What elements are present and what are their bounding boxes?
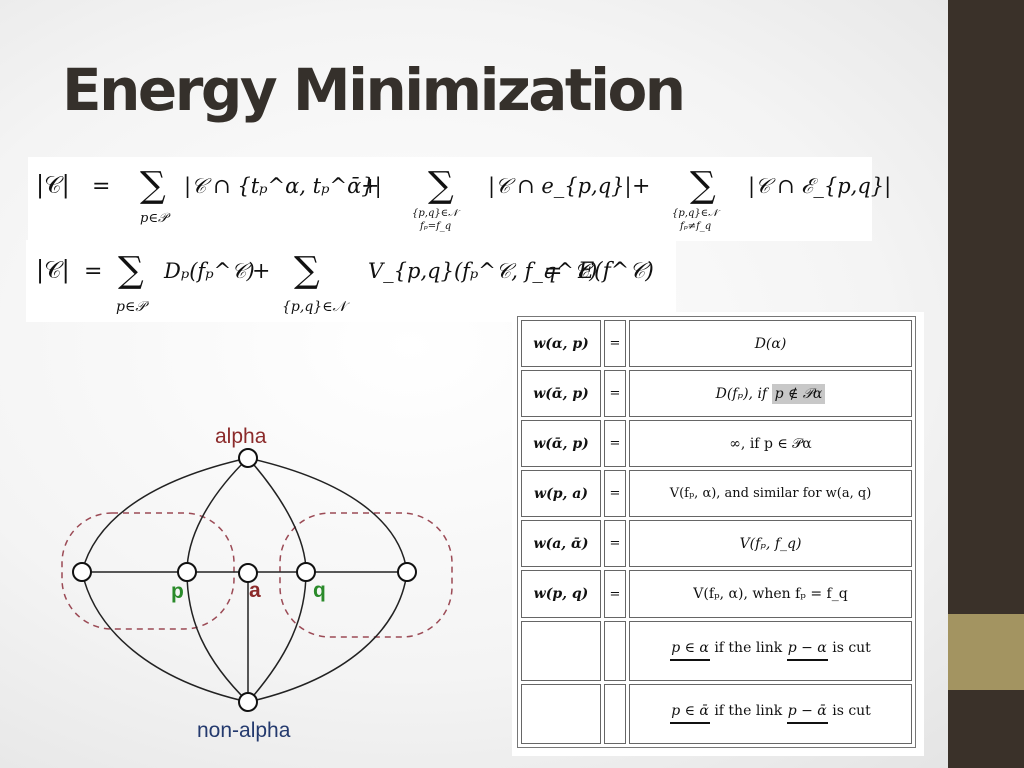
weight-lhs: w(p, a) <box>521 470 601 518</box>
table-row: w(α, p) = D(α) <box>521 320 912 368</box>
eq2-equals-2: = <box>544 259 562 284</box>
eq1-sum-sign-2: ∑ <box>428 165 454 206</box>
eq2-sum-sign-1: ∑ <box>118 250 144 291</box>
eq2-sum-sign-2: ∑ <box>294 250 320 291</box>
weight-rhs: D(fₚ), if p ∉ 𝒫α <box>629 370 912 418</box>
eq1-sum2-subscript-1: {p,q}∈𝒩 <box>412 208 461 219</box>
cut-rule-link: p − α <box>786 640 828 662</box>
eq2-equals: = <box>84 259 102 284</box>
edge-left-nonalpha <box>81 571 249 703</box>
label-a: a <box>249 579 261 602</box>
weight-rhs: V(fₚ, α), and similar for w(a, q) <box>629 470 912 518</box>
weight-lhs: w(ᾱ, p) <box>521 370 601 418</box>
eq1-sum-sign-3: ∑ <box>690 165 716 206</box>
weight-lhs: w(p, q) <box>521 570 601 618</box>
dashed-region-left <box>61 512 235 630</box>
weight-equals: = <box>604 520 626 568</box>
weight-equals: = <box>604 320 626 368</box>
weight-rhs: V(fₚ, α), when fₚ = f_q <box>629 570 912 618</box>
weight-equals: = <box>604 370 626 418</box>
node-left <box>72 562 92 582</box>
eq1-sum2-subscript-2: fₚ=f_q <box>419 221 451 232</box>
edge-right-nonalpha <box>247 571 408 703</box>
cut-rule-text: if the link <box>709 703 787 720</box>
node-a <box>238 563 258 583</box>
edge-weight-table: w(α, p) = D(α) w(ᾱ, p) = D(fₚ), if p ∉ 𝒫… <box>517 316 916 748</box>
eq1-sum3-subscript-1: {p,q}∈𝒩 <box>672 208 721 219</box>
weight-lhs-empty <box>521 620 601 681</box>
cut-rule: p ∈ α if the link p − α is cut <box>629 620 912 681</box>
eq2-sum1-subscript: p∈𝒫 <box>116 299 149 315</box>
eq2-term2: V_{p,q}(fₚ^𝒞, f_q^𝒞) <box>368 259 597 283</box>
weight-equals: = <box>604 420 626 468</box>
weight-rhs-text: D(fₚ), if <box>715 385 772 402</box>
eq1-equals: = <box>92 174 110 199</box>
weight-rhs: D(α) <box>629 320 912 368</box>
cut-rule-link: p − ᾱ <box>786 703 828 725</box>
label-non-alpha: non-alpha <box>197 719 291 742</box>
edge-q-nonalpha <box>247 571 307 703</box>
eq2-term1: Dₚ(fₚ^𝒞) <box>163 259 255 283</box>
node-non-alpha <box>238 692 258 712</box>
cut-rule-membership: p ∈ α <box>670 640 710 662</box>
weight-equals-empty <box>604 620 626 681</box>
node-p <box>177 562 197 582</box>
eq1-sum-sign-1: ∑ <box>140 165 166 206</box>
label-q: q <box>313 579 326 602</box>
edge-alpha-right <box>247 457 408 573</box>
eq1-term2: |𝒞 ∩ e_{p,q}| <box>488 174 632 199</box>
weight-lhs: w(α, p) <box>521 320 601 368</box>
weight-rhs: V(fₚ, f_q) <box>629 520 912 568</box>
cut-rule-suffix: is cut <box>827 703 871 720</box>
node-q <box>296 562 316 582</box>
edge-p-nonalpha <box>186 571 249 703</box>
table-row: p ∈ α if the link p − α is cut <box>521 620 912 681</box>
eq1-sum3-subscript-2: fₚ≠f_q <box>679 221 711 232</box>
weight-equals: = <box>604 470 626 518</box>
label-p: p <box>171 580 184 603</box>
weight-rhs: ∞, if p ∈ 𝒫α <box>629 420 912 468</box>
eq1-term1: |𝒞 ∩ {tₚ^α, tₚ^ᾱ}| <box>184 174 382 199</box>
graph-cut-diagram: alpha non-alpha p a q <box>50 415 470 755</box>
node-right <box>397 562 417 582</box>
edge-alpha-left <box>81 457 249 573</box>
edge-weight-table-panel: w(α, p) = D(α) w(ᾱ, p) = D(fₚ), if p ∉ 𝒫… <box>512 312 924 756</box>
cut-rule-membership: p ∈ ᾱ <box>670 703 710 725</box>
weight-lhs-empty <box>521 683 601 744</box>
sidebar-accent-block <box>948 614 1024 690</box>
node-alpha <box>238 448 258 468</box>
eq2-sum2-subscript: {p,q}∈𝒩 <box>282 299 351 315</box>
table-row: w(ᾱ, p) = D(fₚ), if p ∉ 𝒫α <box>521 370 912 418</box>
table-row: w(ᾱ, p) = ∞, if p ∈ 𝒫α <box>521 420 912 468</box>
eq2-plus: + <box>252 259 270 284</box>
cut-rule: p ∈ ᾱ if the link p − ᾱ is cut <box>629 683 912 744</box>
energy-equation: |𝒞| = ∑ p∈𝒫 Dₚ(fₚ^𝒞) + ∑ {p,q}∈𝒩 V_{p,q}… <box>26 240 676 322</box>
weight-lhs: w(ᾱ, p) <box>521 420 601 468</box>
eq1-sum1-subscript: p∈𝒫 <box>140 211 171 226</box>
table-row: w(p, q) = V(fₚ, α), when fₚ = f_q <box>521 570 912 618</box>
weight-lhs: w(a, ᾱ) <box>521 520 601 568</box>
eq1-lhs: |𝒞| <box>36 171 70 200</box>
cut-rule-suffix: is cut <box>827 640 871 657</box>
edge-alpha-p <box>186 457 249 573</box>
eq2-rhs: E(f^𝒞) <box>577 259 654 284</box>
eq2-lhs: |𝒞| <box>36 256 70 285</box>
highlighted-condition: p ∉ 𝒫α <box>771 383 826 404</box>
cut-rule-text: if the link <box>709 640 787 657</box>
table-row: w(p, a) = V(fₚ, α), and similar for w(a,… <box>521 470 912 518</box>
table-row: p ∈ ᾱ if the link p − ᾱ is cut <box>521 683 912 744</box>
weight-equals: = <box>604 570 626 618</box>
table-row: w(a, ᾱ) = V(fₚ, f_q) <box>521 520 912 568</box>
slide-title: Energy Minimization <box>62 56 686 124</box>
cut-cost-equation: |𝒞| = ∑ p∈𝒫 |𝒞 ∩ {tₚ^α, tₚ^ᾱ}| + ∑ {p,q}… <box>28 157 891 241</box>
eq1-plus-1: + <box>361 174 379 199</box>
label-alpha: alpha <box>215 425 267 448</box>
edge-alpha-q <box>247 457 307 573</box>
eq1-term3: |𝒞 ∩ ℰ_{p,q}| <box>748 174 891 199</box>
eq1-plus-2: + <box>632 174 650 199</box>
weight-equals-empty <box>604 683 626 744</box>
dashed-region-right <box>279 512 453 638</box>
